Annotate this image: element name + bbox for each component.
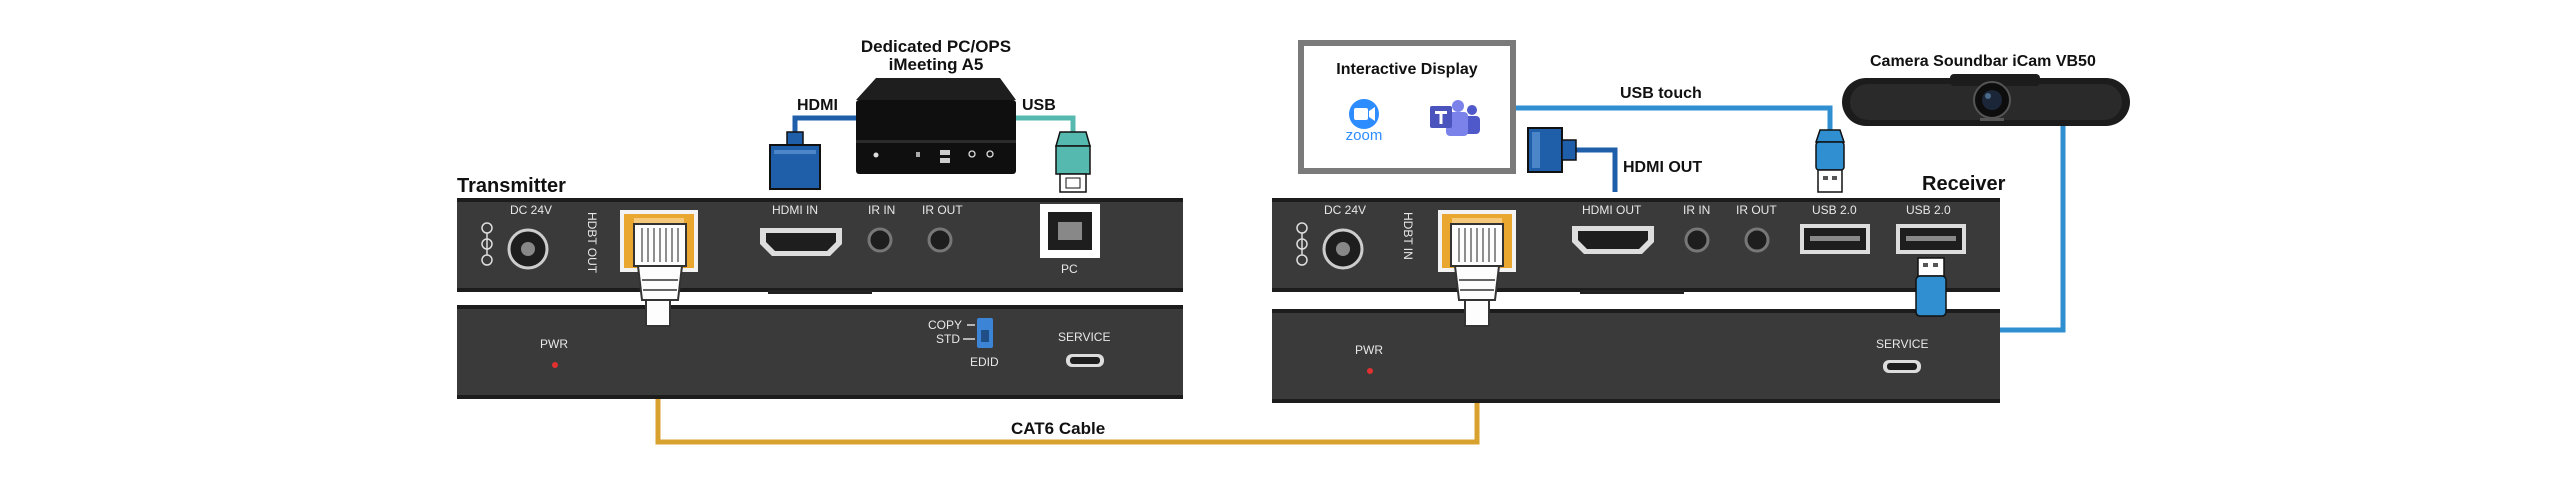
rx-usb2-port [1896, 224, 1966, 254]
pc-title-line1: Dedicated PC/OPS [861, 37, 1011, 56]
zoom-icon [1349, 99, 1379, 129]
tx-hdbt-out-label: HDBT OUT [585, 212, 599, 274]
rx-pwr-led [1367, 368, 1373, 374]
rx-hdbt-in-label: HDBT IN [1401, 212, 1415, 260]
tx-dc-jack [507, 228, 549, 270]
transmitter-bottom-panel: PWR COPY STD EDID SERVICE [457, 305, 1183, 399]
rx-dc-jack [1322, 228, 1364, 270]
rx-hdmi-out-label: HDMI OUT [1582, 203, 1642, 217]
tx-usb-b-port [1040, 204, 1100, 258]
tx-dc24v-label: DC 24V [510, 203, 552, 217]
usb-touch-cable [1516, 105, 1833, 132]
tx-ir-out-jack [927, 227, 953, 253]
cat6-label: CAT6 Cable [1011, 419, 1105, 438]
tx-copy-label: COPY [928, 318, 962, 332]
receiver-title: Receiver [1922, 173, 2006, 195]
transmitter-top-panel: DC 24V HDBT OUT HDMI IN IR IN IR OUT PC [457, 198, 1183, 294]
rx-ir-in-jack [1684, 227, 1710, 253]
rx-power-polarity-icon [1296, 222, 1308, 266]
rx-dc24v-label: DC 24V [1324, 203, 1366, 217]
zoom-label: zoom [1346, 127, 1383, 144]
rx-ir-out-label: IR OUT [1736, 203, 1777, 217]
rx-rj45-plug [1450, 223, 1504, 327]
rx-usb2-label: USB 2.0 [1906, 203, 1951, 217]
tx-edid-label: EDID [970, 355, 999, 369]
tx-hdmi-plug [769, 131, 821, 190]
rx-usb-a-plug-camera [1915, 257, 1947, 317]
tx-hdmi-in-port [760, 228, 842, 256]
hdmi-out-cable [1575, 147, 1618, 192]
hdmi-out-cable-label: HDMI OUT [1623, 159, 1702, 176]
tx-hdmi-in-label: HDMI IN [772, 203, 818, 217]
rx-pwr-label: PWR [1355, 343, 1383, 357]
tx-service-port [1066, 354, 1104, 367]
transmitter-title: Transmitter [457, 175, 566, 197]
tx-pc-label: PC [1061, 262, 1078, 276]
rx-service-port [1883, 360, 1921, 373]
usb-touch-label: USB touch [1620, 85, 1702, 102]
rx-ir-in-label: IR IN [1683, 203, 1710, 217]
receiver-bottom-panel: PWR SERVICE [1272, 309, 2000, 403]
teams-icon [1430, 100, 1480, 136]
tx-ir-in-label: IR IN [868, 203, 895, 217]
tx-ir-in-jack [867, 227, 893, 253]
rx-usb1-port [1800, 224, 1870, 254]
power-polarity-icon [481, 222, 493, 266]
tx-service-label: SERVICE [1058, 330, 1110, 344]
rx-ir-out-jack [1744, 227, 1770, 253]
tx-usb-b-plug [1055, 131, 1091, 193]
tx-ir-out-label: IR OUT [922, 203, 963, 217]
rx-usb1-label: USB 2.0 [1812, 203, 1857, 217]
rx-usb-a-plug-touch [1814, 129, 1846, 193]
tx-edid-switch [977, 318, 993, 348]
rx-hdmi-out-port [1572, 226, 1654, 254]
rx-service-label: SERVICE [1876, 337, 1928, 351]
usb-cable-tx [1010, 115, 1076, 132]
camera-soundbar [1842, 74, 2130, 126]
display-hdmi-plug [1527, 127, 1577, 173]
pc-title-line2: iMeeting A5 [889, 55, 984, 74]
usb-cable-label: USB [1022, 97, 1056, 114]
receiver-top-panel: DC 24V HDBT IN HDMI OUT IR IN IR OUT USB… [1272, 198, 2000, 294]
display-title: Interactive Display [1336, 61, 1478, 78]
tx-rj45-plug [633, 223, 687, 327]
pc-ops-box [856, 78, 1016, 174]
hdmi-cable-label: HDMI [797, 97, 838, 114]
tx-pwr-led [552, 362, 558, 368]
tx-pwr-label: PWR [540, 337, 568, 351]
tx-std-label: STD [936, 332, 960, 346]
camera-title: Camera Soundbar iCam VB50 [1870, 53, 2096, 70]
